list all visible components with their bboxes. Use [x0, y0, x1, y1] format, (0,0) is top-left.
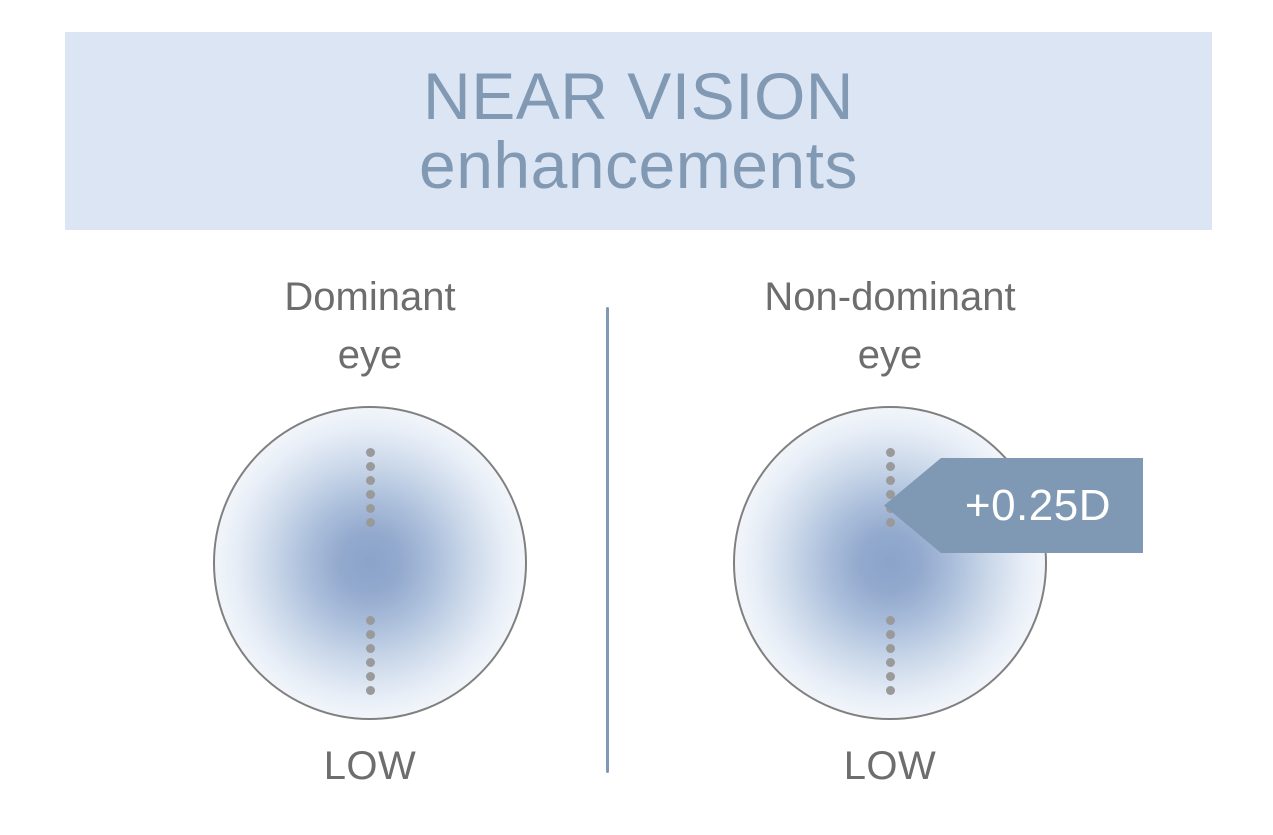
lens-dot — [885, 686, 895, 695]
page-title-line-2: enhancements — [419, 128, 858, 202]
eye-column-dominant: Dominant eye LOW — [190, 268, 550, 789]
lens-dot — [885, 616, 895, 625]
lens-dot — [365, 630, 375, 639]
lens-dot-column-upper-dominant — [365, 448, 375, 527]
lens-dot — [365, 462, 375, 471]
eye-label-non-dominant-line-2: eye — [857, 333, 923, 377]
page-title-line-1: NEAR VISION — [423, 58, 854, 133]
eye-power-label-dominant: LOW — [323, 744, 417, 788]
lens-dot — [365, 658, 375, 667]
eye-label-non-dominant-line-1: Non-dominant — [764, 275, 1016, 319]
lens-dot-column-lower-dominant — [365, 616, 375, 695]
power-callout-label: +0.25D — [964, 480, 1111, 530]
lens-diagram-non-dominant — [733, 406, 1047, 720]
title-banner: NEAR VISION enhancements — [65, 32, 1212, 230]
lens-dot — [885, 476, 895, 485]
lens-dot — [365, 504, 375, 513]
lens-dot — [365, 490, 375, 499]
eye-label-dominant-line-1: Dominant — [284, 275, 456, 319]
lens-dot — [885, 672, 895, 681]
power-callout-arrow: +0.25D — [884, 458, 1143, 553]
lens-dot — [365, 644, 375, 653]
lens-dot — [365, 448, 375, 457]
lens-dot — [885, 490, 895, 499]
lens-dot — [885, 658, 895, 667]
lens-dot — [365, 518, 375, 527]
lens-dot-column-lower-non-dominant — [885, 616, 895, 695]
eye-power-label-non-dominant: LOW — [843, 744, 937, 788]
lens-dot — [365, 616, 375, 625]
lens-dot — [885, 644, 895, 653]
lens-dot — [365, 476, 375, 485]
lens-dot — [885, 462, 895, 471]
lens-dot — [885, 630, 895, 639]
lens-diagram-dominant — [213, 406, 527, 720]
eye-label-dominant-line-2: eye — [337, 333, 403, 377]
column-divider — [606, 307, 609, 773]
lens-circle-dominant — [213, 406, 527, 720]
lens-dot — [365, 686, 375, 695]
lens-dot — [885, 448, 895, 457]
lens-dot-column-upper-non-dominant — [885, 448, 895, 527]
lens-dot — [885, 518, 895, 527]
lens-dot — [365, 672, 375, 681]
